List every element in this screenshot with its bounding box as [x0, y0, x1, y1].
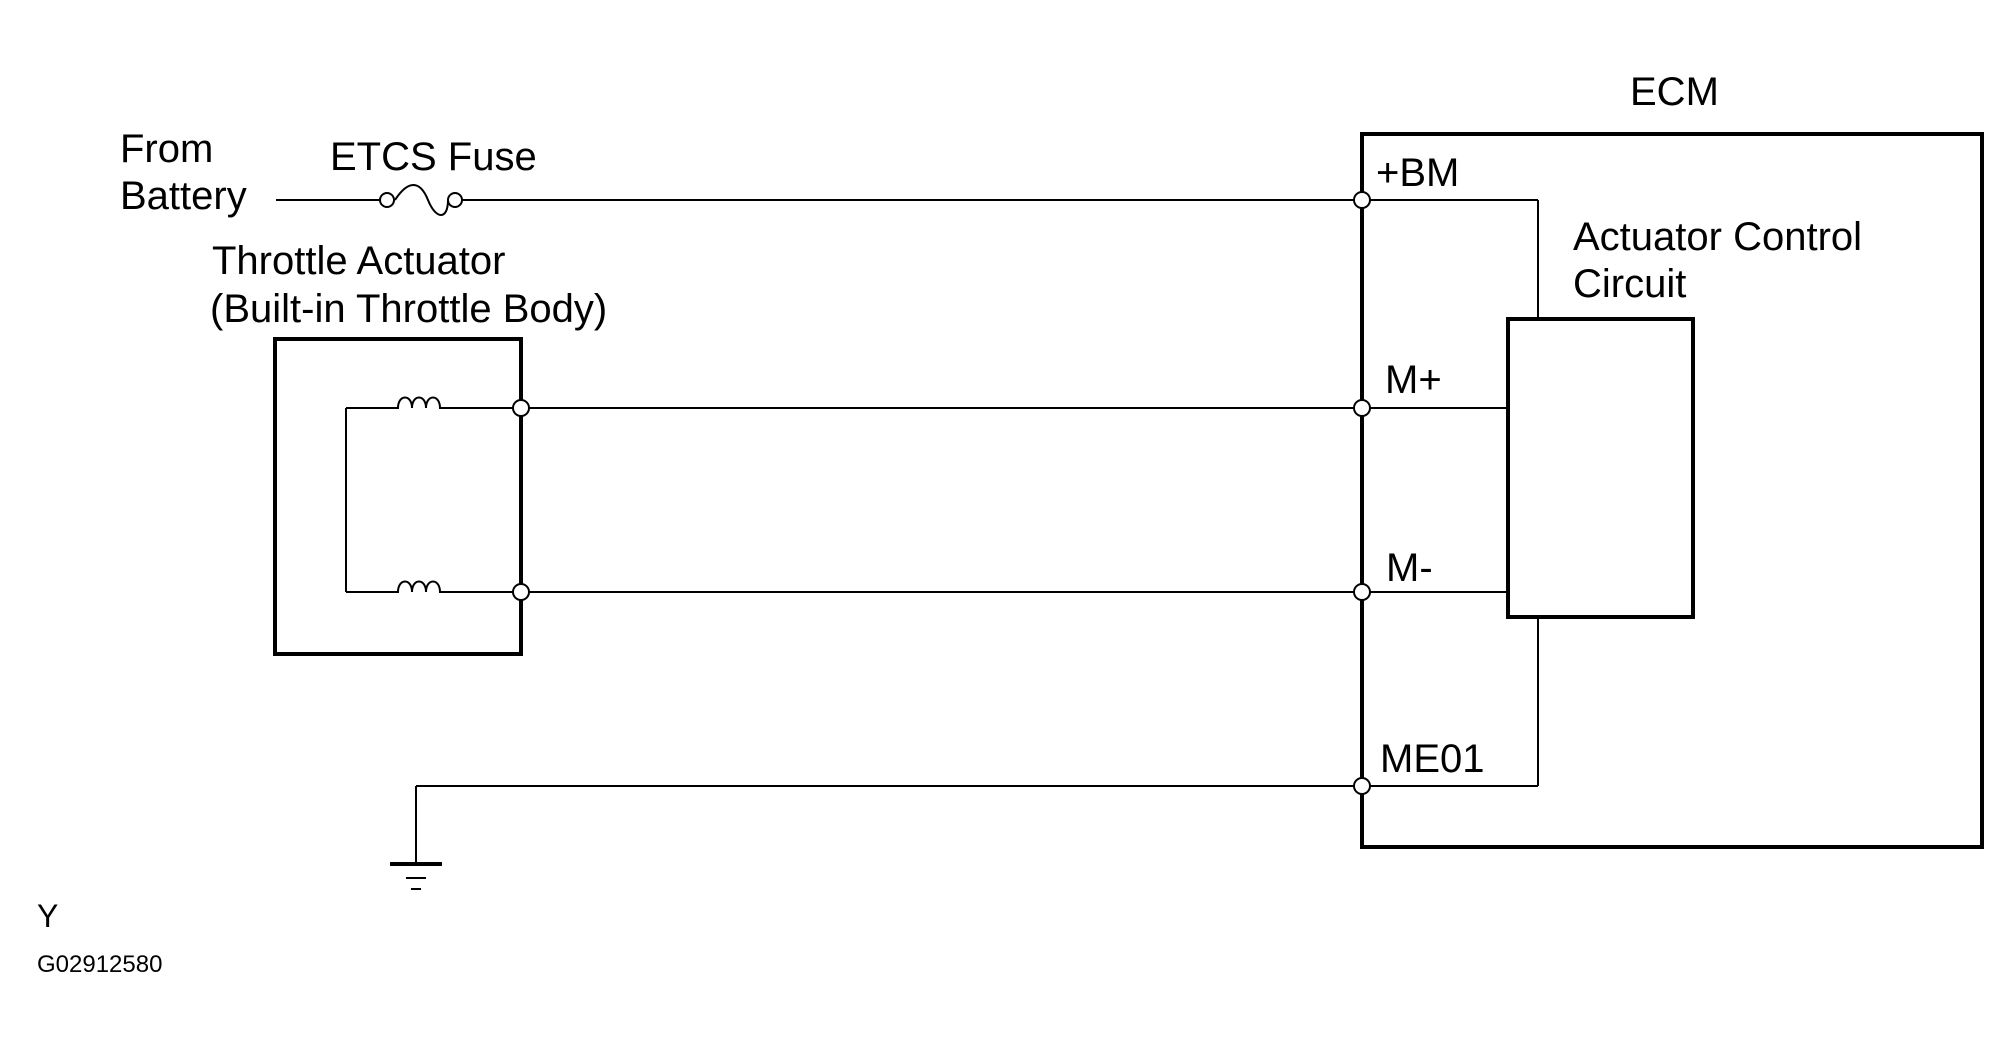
coil-icon-top [390, 396, 448, 409]
actuator-terminal-m-plus [512, 399, 530, 417]
etcs-fuse-label: ETCS Fuse [330, 135, 537, 179]
from-battery-label-line2: Battery [120, 174, 247, 218]
throttle-actuator-box [273, 337, 523, 656]
pin-bm-label: +BM [1376, 151, 1459, 195]
throttle-actuator-label-line2: (Built-in Throttle Body) [210, 287, 607, 331]
coil-icon-bottom [390, 580, 448, 593]
corner-letter: Y [37, 898, 58, 934]
ecm-terminal-me01 [1353, 777, 1371, 795]
pin-m-plus-label: M+ [1385, 358, 1442, 402]
ecm-label: ECM [1630, 70, 1719, 114]
fuse-terminal-right [447, 192, 463, 208]
bm-terminal [1353, 191, 1371, 209]
actuator-terminal-m-minus [512, 583, 530, 601]
throttle-actuator-label-line1: Throttle Actuator [212, 239, 505, 283]
pin-m-minus-label: M- [1386, 546, 1433, 590]
actuator-control-label-line2: Circuit [1573, 262, 1686, 306]
ground-icon [390, 862, 442, 890]
ecm-terminal-m-minus [1353, 583, 1371, 601]
actuator-control-box [1506, 317, 1695, 619]
ecm-box [1360, 132, 1984, 849]
pin-me01-label: ME01 [1380, 737, 1485, 781]
fuse-terminal-left [379, 192, 395, 208]
from-battery-label-line1: From [120, 127, 213, 171]
figure-id: G02912580 [37, 951, 162, 978]
ecm-terminal-m-plus [1353, 399, 1371, 417]
actuator-control-label-line1: Actuator Control [1573, 215, 1862, 259]
fuse-icon [394, 184, 449, 216]
